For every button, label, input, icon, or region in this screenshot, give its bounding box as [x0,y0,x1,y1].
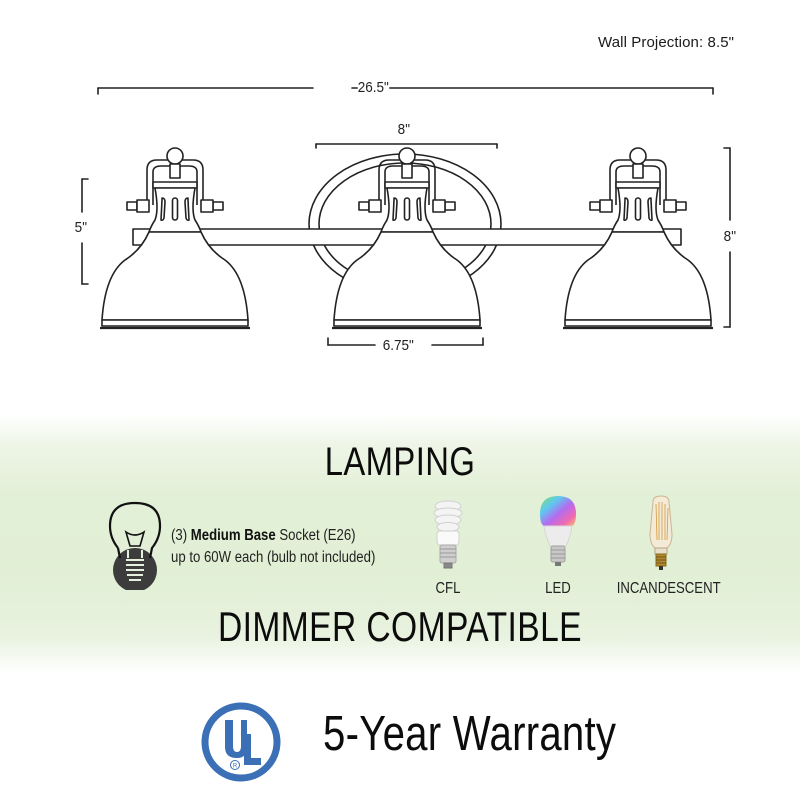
dimmer-compatible-title: DIMMER COMPATIBLE [218,603,582,650]
led-label: LED [545,580,571,597]
overall-height-label: 8" [723,228,736,245]
socket-type: Medium Base [190,527,276,544]
overall-width-dimension-line [97,87,714,95]
shade-height-dimension-line [81,178,89,285]
shade-height-label: 5" [74,219,87,236]
incandescent-bulb-icon [649,495,673,570]
lamping-title: LAMPING [324,440,476,484]
cfl-bulb-icon [433,500,463,569]
socket-description: (3) Medium Base Socket (E26) up to 60W e… [171,525,375,569]
wall-projection-label: Wall Projection: 8.5" [598,34,735,51]
ul-logo-icon: R [201,702,281,782]
fixture-dimension-drawing [81,87,731,346]
lightbulb-icon [108,501,162,590]
led-bulb-icon [540,496,576,566]
shade-diameter-dimension-line [327,337,484,346]
cfl-label: CFL [435,580,461,597]
wattage-note: up to 60W each (bulb not included) [171,549,376,566]
overall-width-label: 26.5" [357,79,389,96]
warranty-text: 5-Year Warranty [323,707,617,761]
incandescent-label: INCANDESCENT [616,580,721,597]
overall-height-dimension-line [723,147,731,328]
backplate-width-dimension-line [315,143,498,149]
shade-diameter-label: 6.75" [382,337,414,354]
socket-suffix: Socket (E26) [279,527,356,544]
backplate-width-label: 8" [397,121,410,138]
svg-text:R: R [233,764,238,770]
socket-count: (3) [171,527,188,544]
